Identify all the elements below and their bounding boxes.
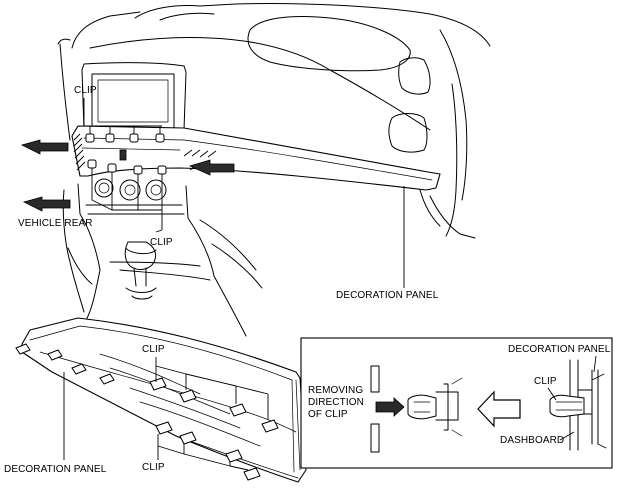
- panel-clip-lower-callout: CLIP: [142, 434, 249, 473]
- panel-clip: [85, 133, 95, 143]
- vehicle-rear-label: VEHICLE REAR: [18, 218, 93, 229]
- panel-clip: [87, 159, 97, 169]
- detached-dashboard-edge: [370, 365, 380, 453]
- clip-lower-callout: CLIP: [91, 168, 173, 248]
- decoration-panel-detail: [15, 317, 307, 483]
- installed-clip-assembly: [549, 359, 607, 451]
- detail-dashboard-label: DASHBOARD: [500, 435, 564, 446]
- clip-lower-label: CLIP: [150, 237, 173, 248]
- pull-direction-arrow-icon: [20, 139, 235, 212]
- panel-clip: [157, 165, 167, 175]
- removal-arrow-icon: [375, 397, 405, 417]
- hatch-marks-left: [73, 133, 86, 171]
- panel-decoration-label: DECORATION PANEL: [4, 464, 107, 475]
- detail-clip-label: CLIP: [534, 376, 557, 387]
- detail-decoration-panel-label: DECORATION PANEL: [508, 344, 611, 355]
- panel-clip-lower-label: CLIP: [142, 462, 165, 473]
- removing-direction-line-3: OF CLIP: [308, 409, 348, 420]
- panel-clip: [107, 163, 117, 173]
- panel-clip-row: [15, 343, 279, 481]
- panel-clip-upper-callout: CLIP: [142, 344, 269, 420]
- detached-clip: [407, 377, 463, 437]
- hollow-left-arrow-icon: [477, 390, 521, 428]
- decoration-panel-top-callout: DECORATION PANEL: [336, 186, 439, 301]
- decoration-panel-top-label: DECORATION PANEL: [336, 290, 439, 301]
- panel-clip: [133, 165, 143, 175]
- panel-clip-upper-label: CLIP: [142, 344, 165, 355]
- removing-direction-line-1: REMOVING: [308, 385, 363, 396]
- clip-detail-box: REMOVING DIRECTION OF CLIP: [300, 337, 613, 469]
- panel-slot: [119, 149, 127, 161]
- panel-decoration-callout: DECORATION PANEL: [4, 372, 107, 475]
- clip-upper-callout: CLIP: [74, 85, 162, 134]
- clip-upper-label: CLIP: [74, 85, 97, 96]
- panel-clip: [105, 133, 115, 143]
- panel-clip: [129, 133, 139, 143]
- removing-direction-line-2: DIRECTION: [308, 397, 364, 408]
- panel-clip: [155, 133, 165, 143]
